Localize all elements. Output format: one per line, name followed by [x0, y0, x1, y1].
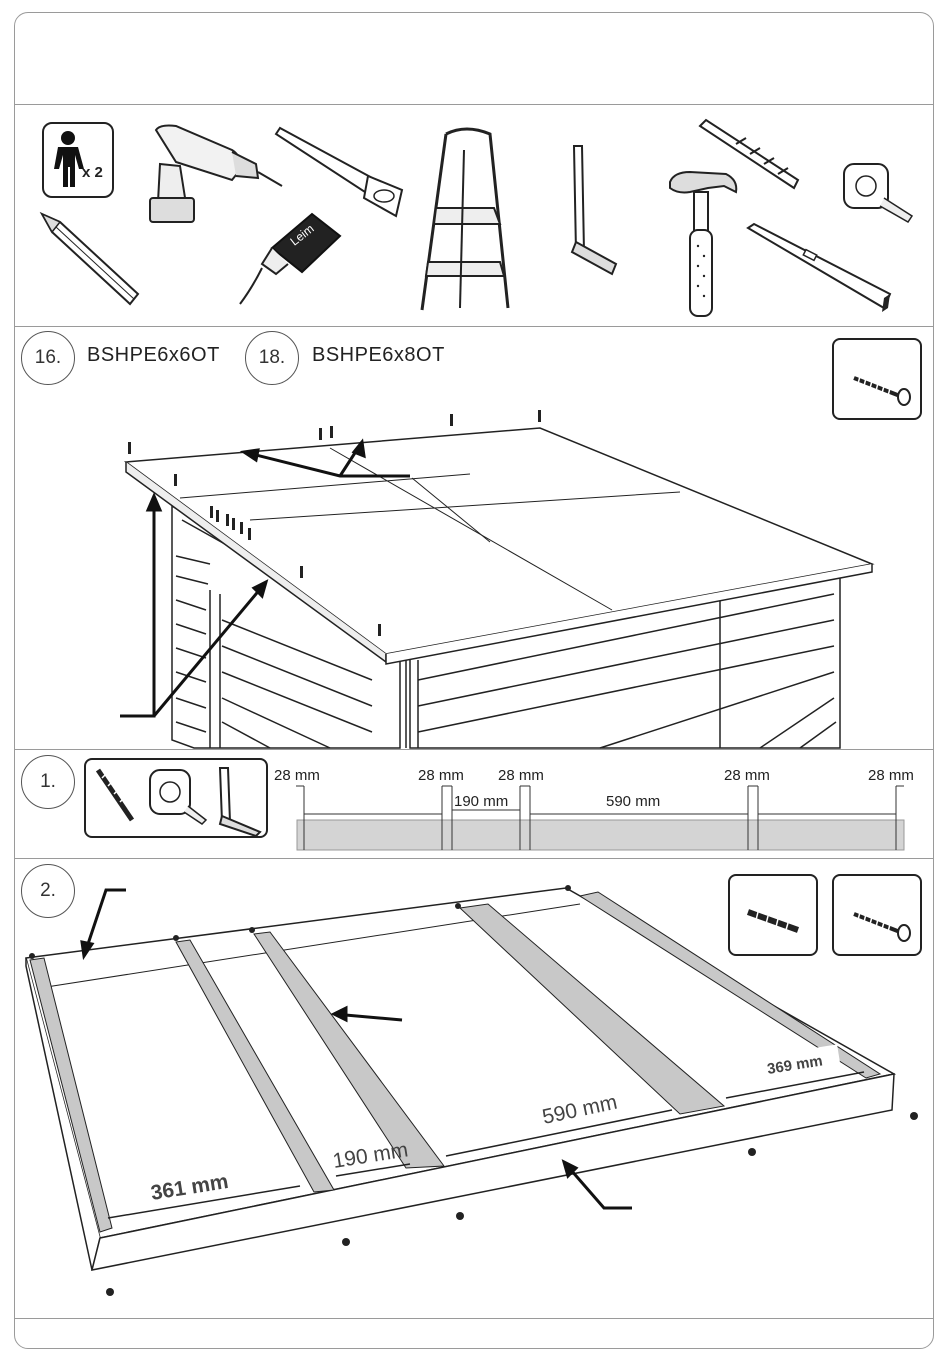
floor-frame-diagram: 361 mm 190 mm 590 mm 369 mm [0, 0, 950, 1320]
